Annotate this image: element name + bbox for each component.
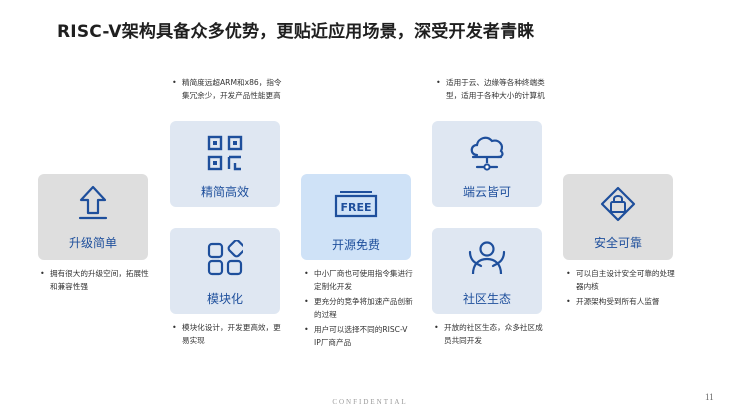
list-item: 开放的社区生态，众多社区成员共同开发 xyxy=(434,321,546,347)
list-item: 开源架构受到所有人监督 xyxy=(566,295,676,308)
card-free-label: 开源免费 xyxy=(331,238,380,252)
cloud-network-icon xyxy=(467,133,507,171)
list-item: 可以自主设计安全可靠的处理器内核 xyxy=(566,267,676,293)
list-item: 用户可以选择不同的RISC-V IP厂商产品 xyxy=(304,323,416,349)
lock-icon xyxy=(599,186,637,222)
modules-icon xyxy=(207,240,243,276)
confidential-footer: CONFIDENTIAL xyxy=(332,398,408,406)
card-modular-label: 模块化 xyxy=(206,292,243,306)
free-tag-icon: FREE xyxy=(332,190,380,222)
card-lean-label: 精简高效 xyxy=(200,185,249,199)
card-secure-label: 安全可靠 xyxy=(593,236,642,250)
card-lean: 精简高效 xyxy=(170,121,280,207)
card-upgrade-label: 升级简单 xyxy=(68,236,117,250)
community-bullets: 开放的社区生态，众多社区成员共同开发 xyxy=(434,321,546,349)
card-upgrade: 升级简单 xyxy=(38,174,148,260)
card-secure: 安全可靠 xyxy=(563,174,673,260)
card-cloud: 端云皆可 xyxy=(432,121,542,207)
page-number: 11 xyxy=(705,392,714,402)
list-item: 模块化设计，开发更高效，更易实现 xyxy=(172,321,284,347)
lean-bullets: 精简度远超ARM和x86，指令集冗余少，开发产品性能更高 xyxy=(172,76,284,104)
secure-bullets: 可以自主设计安全可靠的处理器内核 开源架构受到所有人监督 xyxy=(566,267,676,310)
cloud-bullets: 适用于云、边缘等各种终端类型，适用于各种大小的计算机 xyxy=(436,76,546,104)
list-item: 更充分的竞争将加速产品创新的过程 xyxy=(304,295,416,321)
list-item: 拥有很大的升级空间，拓展性和兼容性强 xyxy=(40,267,156,293)
page-title: RISC-V架构具备众多优势，更贴近应用场景，深受开发者青睐 xyxy=(57,22,535,42)
card-community: 社区生态 xyxy=(432,228,542,314)
list-item: 精简度远超ARM和x86，指令集冗余少，开发产品性能更高 xyxy=(172,76,284,102)
upload-arrow-icon xyxy=(76,184,110,222)
card-free: FREE 开源免费 xyxy=(301,174,411,260)
card-modular: 模块化 xyxy=(170,228,280,314)
card-community-label: 社区生态 xyxy=(462,292,511,306)
free-tag-text: FREE xyxy=(340,201,371,214)
free-bullets: 中小厂商也可使用指令集进行定制化开发 更充分的竞争将加速产品创新的过程 用户可以… xyxy=(304,267,416,351)
list-item: 适用于云、边缘等各种终端类型，适用于各种大小的计算机 xyxy=(436,76,546,102)
community-icon xyxy=(468,238,506,276)
upgrade-bullets: 拥有很大的升级空间，拓展性和兼容性强 xyxy=(40,267,156,295)
qr-code-icon xyxy=(207,135,243,171)
modular-bullets: 模块化设计，开发更高效，更易实现 xyxy=(172,321,284,349)
list-item: 中小厂商也可使用指令集进行定制化开发 xyxy=(304,267,416,293)
card-cloud-label: 端云皆可 xyxy=(462,185,511,199)
